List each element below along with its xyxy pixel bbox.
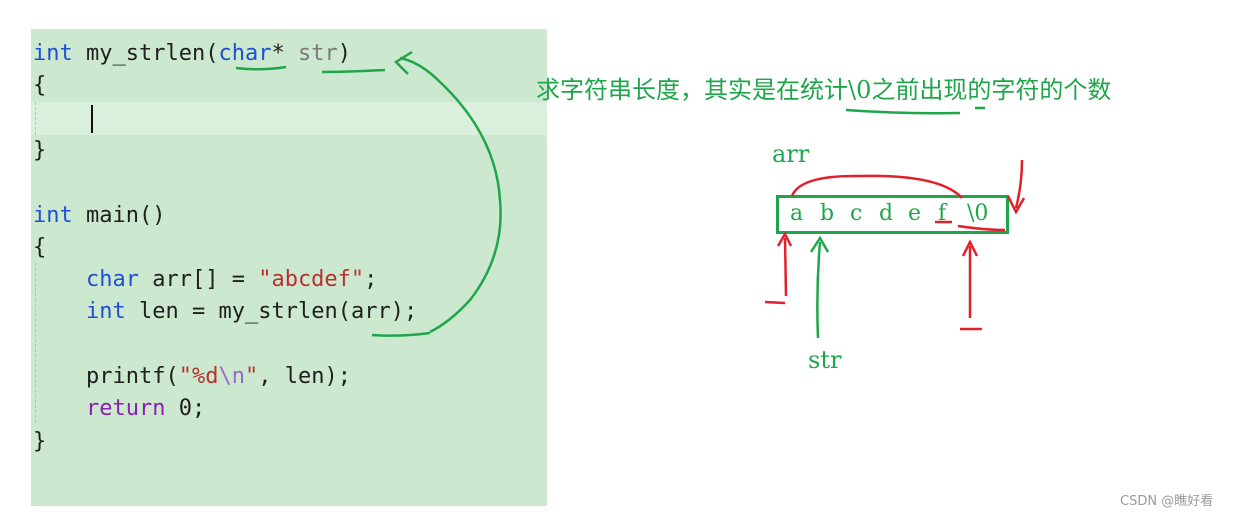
underline-arr xyxy=(371,331,431,337)
array-cell: a xyxy=(790,201,804,226)
code-token: int xyxy=(33,41,73,66)
code-line[interactable]: int main() xyxy=(33,200,165,232)
array-cell: b xyxy=(820,201,835,226)
underline-str xyxy=(321,68,386,74)
link-arrow-head xyxy=(394,50,413,75)
code-token: = xyxy=(178,299,219,325)
array-cell: \0 xyxy=(967,201,989,226)
array-box xyxy=(776,195,1009,234)
current-line-highlight xyxy=(31,102,547,135)
code-line[interactable]: return 0; xyxy=(33,393,205,425)
link-arrow xyxy=(399,56,502,334)
code-token: ( xyxy=(165,364,179,389)
code-line[interactable]: int my_strlen(char* str) xyxy=(33,38,351,70)
code-token: [] = xyxy=(191,267,259,293)
watermark: CSDN @瞧好看 xyxy=(1120,494,1214,509)
text-caret xyxy=(91,105,93,133)
underline-note xyxy=(845,108,961,115)
code-editor[interactable]: int my_strlen(char* str){}int main(){ ch… xyxy=(31,29,547,506)
red-start-tick xyxy=(764,300,786,305)
code-token: printf xyxy=(85,364,166,389)
code-token: str xyxy=(297,41,338,66)
code-token: 0 xyxy=(178,396,192,422)
underline-char xyxy=(235,65,287,71)
code-token: main xyxy=(86,202,139,228)
code-token: ); xyxy=(324,364,351,389)
array-cell: d xyxy=(879,201,894,226)
code-token: arr xyxy=(152,267,192,293)
array-cell: f xyxy=(938,201,947,226)
code-token: , xyxy=(258,364,285,389)
code-token: len xyxy=(284,364,325,389)
indent-guide xyxy=(35,102,36,135)
code-line[interactable]: char arr[] = "abcdef"; xyxy=(33,264,377,296)
code-token: char xyxy=(218,41,272,66)
red-arc xyxy=(790,174,963,199)
code-token: { xyxy=(33,73,47,99)
code-token: ( xyxy=(205,41,219,66)
code-line[interactable]: } xyxy=(33,426,46,458)
code-token: } xyxy=(33,137,47,163)
code-token: ; xyxy=(364,267,378,293)
code-line[interactable]: } xyxy=(33,135,46,167)
code-token: return xyxy=(85,396,166,422)
code-token: arr xyxy=(350,299,391,325)
code-line[interactable]: printf("%d\n", len); xyxy=(33,361,351,393)
red-start-arrow xyxy=(783,237,788,297)
red-underline-null xyxy=(957,224,1006,232)
code-token: ); xyxy=(390,299,418,325)
str-arrow xyxy=(816,241,822,339)
code-token: "abcdef" xyxy=(258,267,365,293)
code-token: my_strlen xyxy=(86,41,206,66)
annotation-note: 求字符串长度，其实是在统计\0之前出现的字符的个数 xyxy=(536,76,1112,104)
code-token: len xyxy=(138,299,179,325)
code-token: ( xyxy=(337,299,351,325)
red-end-pointer xyxy=(1014,159,1024,209)
code-token: " xyxy=(244,364,259,389)
red-end-arrow-head xyxy=(961,239,979,257)
code-token: int xyxy=(85,299,126,325)
str-arrow-head xyxy=(809,235,830,253)
code-line[interactable]: { xyxy=(33,70,46,102)
code-token: ) xyxy=(337,41,351,66)
code-line[interactable]: int len = my_strlen(arr); xyxy=(33,296,417,328)
code-token: { xyxy=(33,234,47,260)
code-token: \n xyxy=(218,364,245,389)
indent-guide xyxy=(35,263,36,423)
array-cell: c xyxy=(850,201,863,226)
red-end-pointer-head xyxy=(1006,195,1026,215)
str-label: str xyxy=(808,346,842,374)
code-token: my_strlen xyxy=(218,299,338,325)
code-token: char xyxy=(85,267,139,293)
code-line[interactable]: { xyxy=(33,232,46,264)
code-token: } xyxy=(33,428,47,454)
code-token: () xyxy=(138,202,166,228)
red-start-arrow-head xyxy=(776,231,793,247)
code-token: * xyxy=(271,41,298,66)
code-token: int xyxy=(33,202,73,228)
code-token: ; xyxy=(191,396,206,422)
arr-label: arr xyxy=(772,140,810,168)
array-cell: e xyxy=(908,201,922,226)
code-token: "%d xyxy=(178,364,219,389)
